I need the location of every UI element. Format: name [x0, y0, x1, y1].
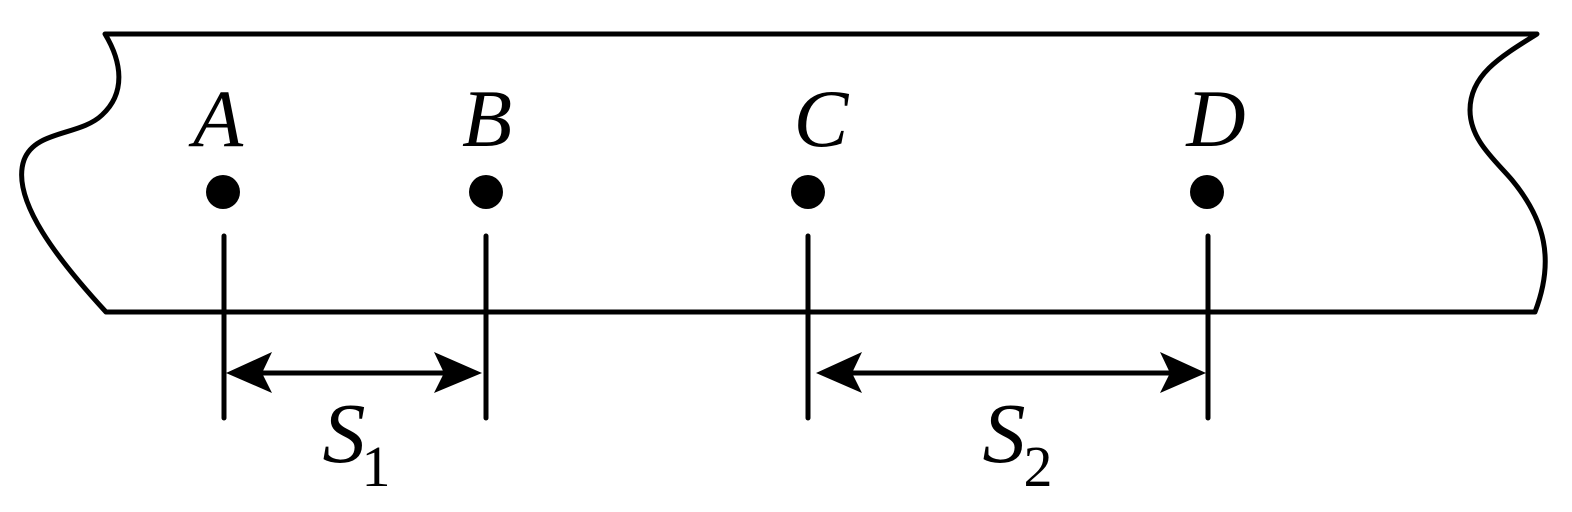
- point-dot-a: [206, 175, 240, 209]
- point-label-c: C: [794, 73, 850, 164]
- distance-arrow-s2: [816, 352, 1206, 393]
- point-dot-d: [1190, 175, 1224, 209]
- arrowhead-right-icon: [434, 352, 482, 393]
- distance-arrow-s1: [226, 352, 482, 393]
- point-label-a: A: [188, 73, 244, 164]
- distance-subscript-s2: 2: [1024, 434, 1053, 499]
- distance-label-s1: S 1: [323, 385, 391, 499]
- arrowhead-left-icon: [226, 352, 272, 393]
- point-label-b: B: [462, 73, 512, 164]
- arrowhead-left-icon: [816, 352, 862, 393]
- distance-symbol-s1: S: [323, 385, 366, 481]
- point-dot-b: [469, 175, 503, 209]
- distance-label-s2: S 2: [983, 385, 1053, 499]
- distance-subscript-s1: 1: [362, 434, 391, 499]
- paper-tape-outline: [19, 31, 1548, 315]
- arrowhead-right-icon: [1160, 352, 1206, 393]
- point-label-d: D: [1185, 73, 1245, 164]
- distance-symbol-s2: S: [983, 385, 1026, 481]
- point-dot-c: [791, 175, 825, 209]
